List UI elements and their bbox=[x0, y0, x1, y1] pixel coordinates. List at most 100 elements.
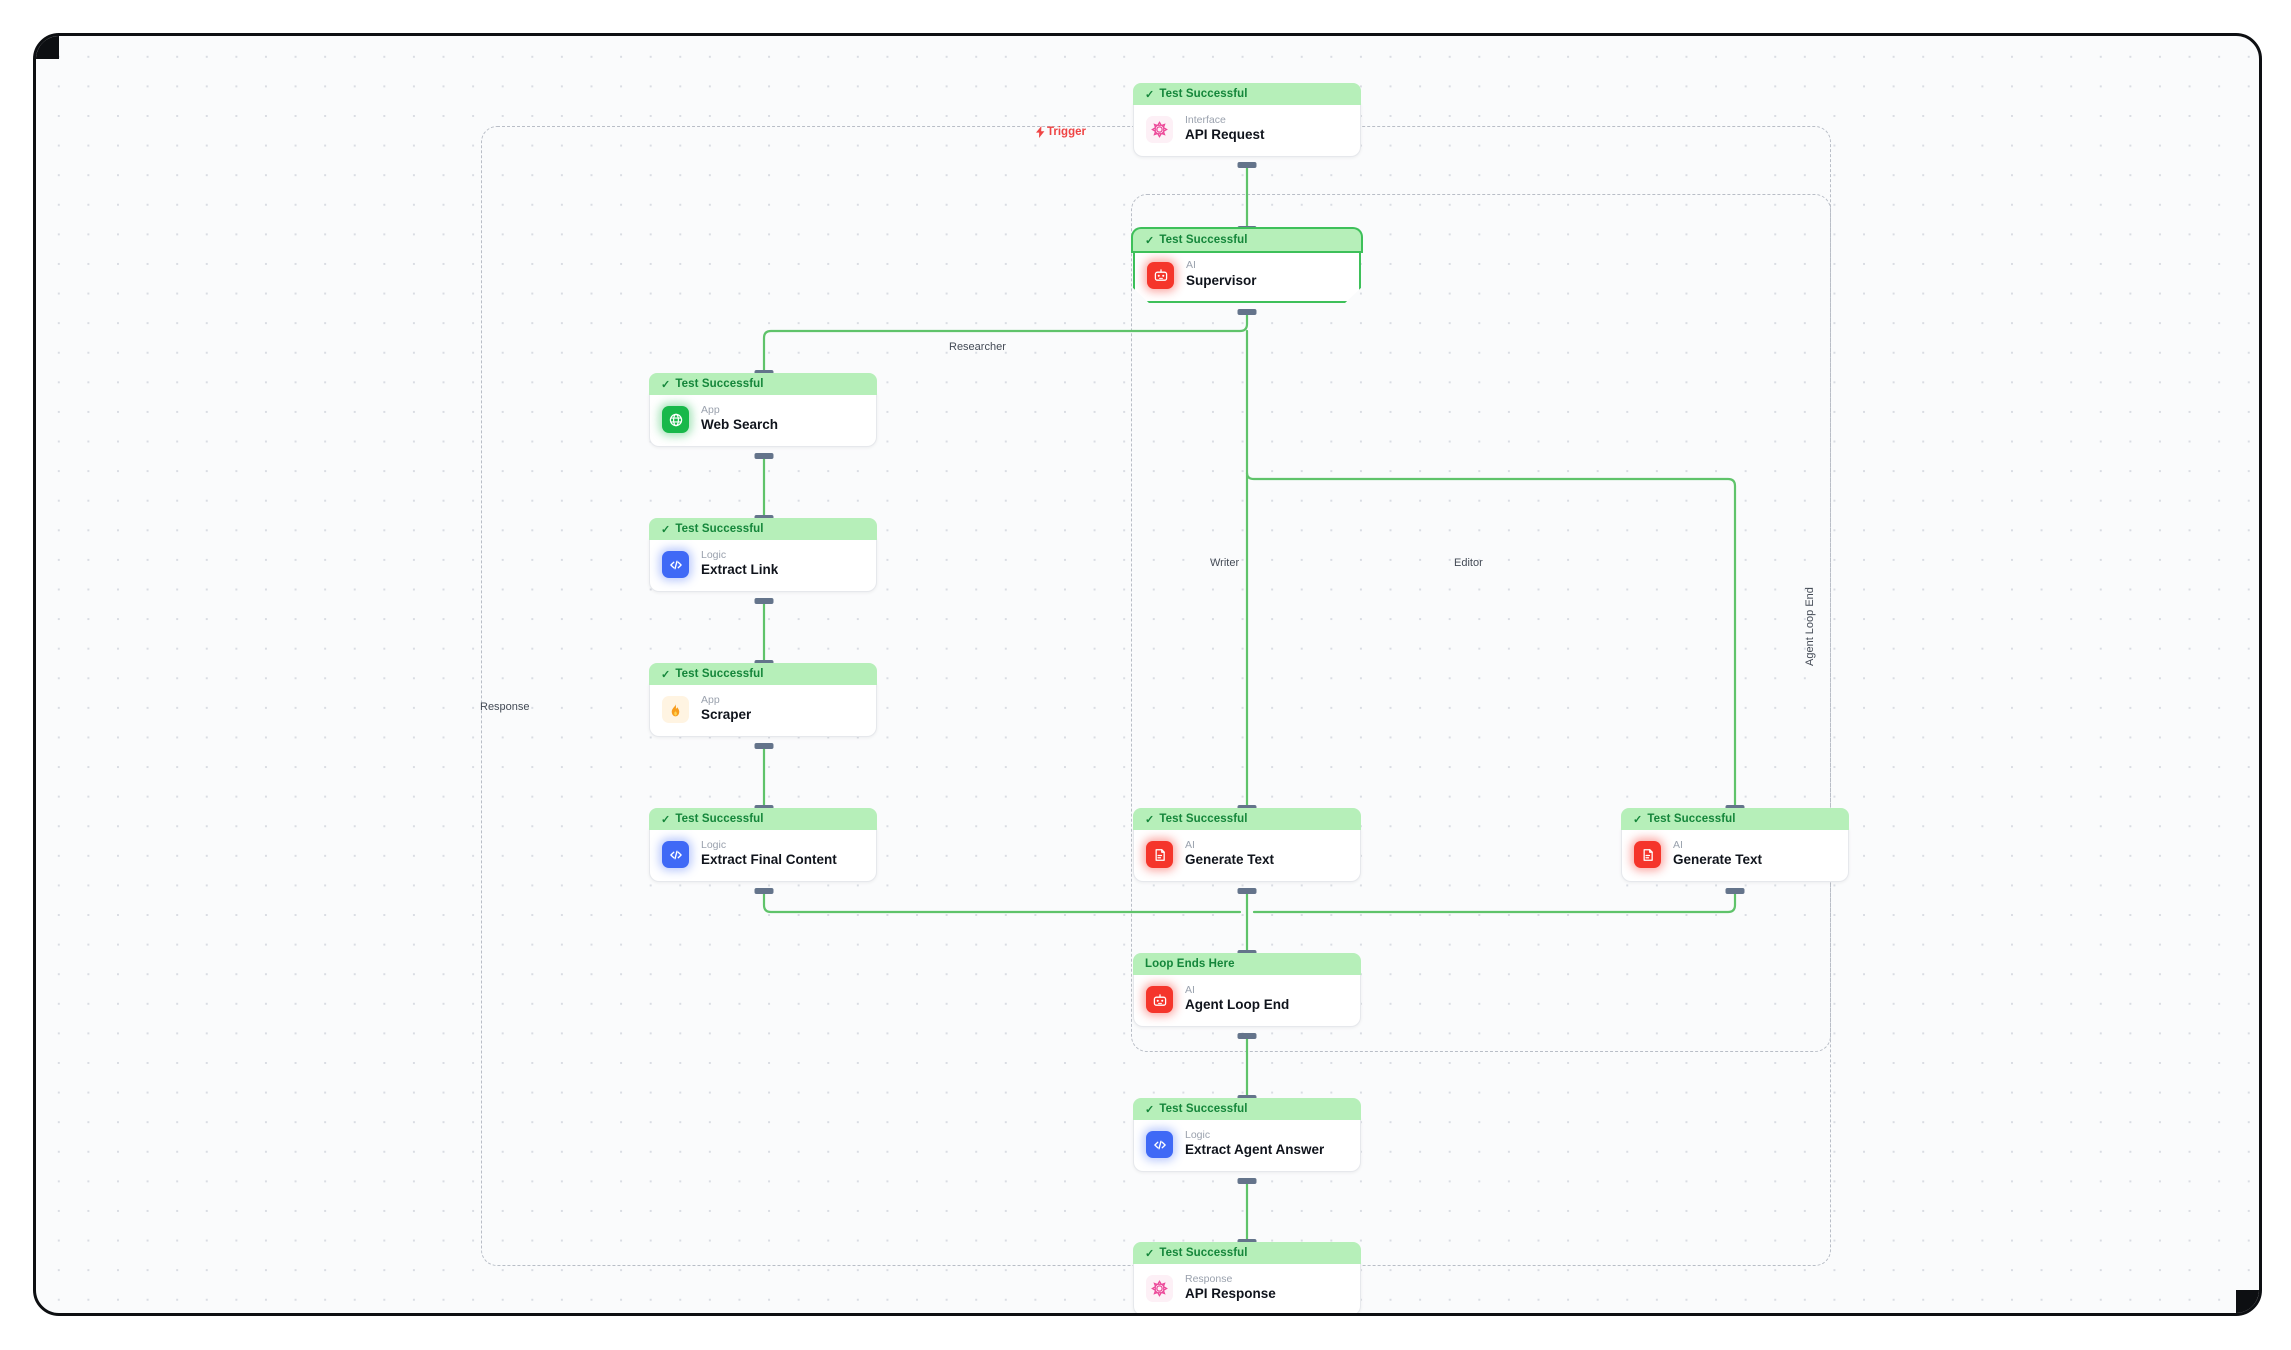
node-kind-label: AI bbox=[1673, 839, 1683, 851]
handle-web-search-out[interactable] bbox=[754, 453, 774, 459]
flame-icon bbox=[662, 696, 689, 723]
node-kind-label: App bbox=[701, 404, 720, 416]
node-status-badge: ✓ Test Successful bbox=[1133, 808, 1361, 830]
ai-robot-icon bbox=[1147, 261, 1174, 289]
node-supervisor[interactable]: ✓ Test Successful AI Supervisor bbox=[1133, 229, 1361, 303]
node-status-text: Test Successful bbox=[1159, 813, 1248, 825]
node-title: Extract Agent Answer bbox=[1185, 1142, 1325, 1158]
node-status-badge: ✓ Test Successful bbox=[1621, 808, 1849, 830]
node-body[interactable]: AI Supervisor bbox=[1133, 249, 1361, 303]
node-status-text: Loop Ends Here bbox=[1145, 958, 1235, 970]
node-kind-label: Logic bbox=[1185, 1129, 1211, 1141]
node-title: Extract Link bbox=[701, 562, 779, 578]
node-web-search[interactable]: ✓ Test Successful App Web Search bbox=[649, 373, 877, 447]
edge-label-editor: Editor bbox=[1454, 557, 1483, 569]
node-status-text: Test Successful bbox=[1647, 813, 1736, 825]
node-status-badge: ✓ Test Successful bbox=[649, 663, 877, 685]
node-status-badge: ✓ Test Successful bbox=[649, 808, 877, 830]
node-kind-label: Logic bbox=[701, 839, 727, 851]
node-extract-agent-answer[interactable]: ✓ Test Successful Logic Extract Agent An… bbox=[1133, 1098, 1361, 1172]
code-brackets-icon bbox=[662, 551, 689, 578]
node-title: API Response bbox=[1185, 1286, 1276, 1302]
code-brackets-icon bbox=[662, 841, 689, 868]
check-icon: ✓ bbox=[1145, 234, 1155, 247]
handle-extract-agent-answer-out[interactable] bbox=[1237, 1178, 1257, 1184]
node-kind-label: Logic bbox=[701, 549, 727, 561]
node-status-badge: ✓ Test Successful bbox=[1133, 229, 1361, 251]
node-body[interactable]: Response API Response bbox=[1133, 1262, 1361, 1313]
node-status-text: Test Successful bbox=[675, 523, 764, 535]
node-body[interactable]: AI Agent Loop End bbox=[1133, 973, 1361, 1027]
check-icon: ✓ bbox=[1145, 1247, 1155, 1260]
node-status-text: Test Successful bbox=[675, 813, 764, 825]
edge-label-response: Response bbox=[480, 701, 530, 713]
node-status-badge: ✓ Test Successful bbox=[1133, 1242, 1361, 1264]
check-icon: ✓ bbox=[1145, 813, 1155, 826]
node-title: Generate Text bbox=[1673, 852, 1763, 868]
node-status-text: Test Successful bbox=[675, 668, 764, 680]
node-title: API Request bbox=[1185, 127, 1265, 143]
node-title: Scraper bbox=[701, 707, 752, 723]
node-kind-label: Response bbox=[1185, 1273, 1233, 1285]
handle-extract-final-content-out[interactable] bbox=[754, 888, 774, 894]
workflow-canvas-frame[interactable]: Trigger Researcher Writer Editor Agent L… bbox=[33, 33, 2262, 1316]
handle-agent-loop-end-out[interactable] bbox=[1237, 1033, 1257, 1039]
trigger-label-text: Trigger bbox=[1047, 126, 1086, 138]
node-kind-label: AI bbox=[1185, 984, 1195, 996]
edge-label-agent-loop-end: Agent Loop End bbox=[1804, 587, 1816, 666]
node-extract-final-content[interactable]: ✓ Test Successful Logic Extract Final Co… bbox=[649, 808, 877, 882]
handle-supervisor-out[interactable] bbox=[1237, 309, 1257, 315]
handle-extract-link-out[interactable] bbox=[754, 598, 774, 604]
node-api-response[interactable]: ✓ Test Successful Response API Response bbox=[1133, 1242, 1361, 1313]
node-kind-label: AI bbox=[1186, 260, 1196, 272]
check-icon: ✓ bbox=[661, 668, 671, 681]
lightning-bolt-icon bbox=[1036, 126, 1045, 138]
node-status-text: Test Successful bbox=[1159, 234, 1248, 246]
node-status-badge: ✓ Test Successful bbox=[1133, 83, 1361, 105]
node-body[interactable]: AI Generate Text bbox=[1621, 828, 1849, 882]
node-body[interactable]: App Web Search bbox=[649, 393, 877, 447]
node-status-badge: ✓ Test Successful bbox=[1133, 1098, 1361, 1120]
node-body[interactable]: Logic Extract Agent Answer bbox=[1133, 1118, 1361, 1172]
node-api-request[interactable]: ✓ Test Successful Interface API Request bbox=[1133, 83, 1361, 157]
node-title: Generate Text bbox=[1185, 852, 1275, 868]
check-icon: ✓ bbox=[661, 378, 671, 391]
interface-rosette-icon bbox=[1146, 116, 1173, 143]
node-title: Web Search bbox=[701, 417, 779, 433]
handle-scraper-out[interactable] bbox=[754, 743, 774, 749]
node-status-badge: ✓ Test Successful bbox=[649, 518, 877, 540]
corner-marker-bottom-right bbox=[2236, 1290, 2259, 1313]
node-extract-link[interactable]: ✓ Test Successful Logic Extract Link bbox=[649, 518, 877, 592]
node-status-badge: Loop Ends Here bbox=[1133, 953, 1361, 975]
check-icon: ✓ bbox=[661, 523, 671, 536]
node-agent-loop-end[interactable]: Loop Ends Here AI Agent Loop End bbox=[1133, 953, 1361, 1027]
ai-robot-icon bbox=[1146, 986, 1173, 1013]
node-body[interactable]: Logic Extract Link bbox=[649, 538, 877, 592]
node-scraper[interactable]: ✓ Test Successful App Scraper bbox=[649, 663, 877, 737]
handle-generate-text-editor-out[interactable] bbox=[1725, 888, 1745, 894]
node-title: Extract Final Content bbox=[701, 852, 837, 868]
node-status-badge: ✓ Test Successful bbox=[649, 373, 877, 395]
node-kind-label: App bbox=[701, 694, 720, 706]
node-status-text: Test Successful bbox=[1159, 1247, 1248, 1259]
edge-label-researcher: Researcher bbox=[949, 341, 1006, 353]
node-kind-label: Interface bbox=[1185, 114, 1226, 126]
check-icon: ✓ bbox=[1145, 88, 1155, 101]
node-title: Supervisor bbox=[1186, 272, 1257, 288]
node-status-text: Test Successful bbox=[1159, 88, 1248, 100]
check-icon: ✓ bbox=[661, 813, 671, 826]
node-generate-text-editor[interactable]: ✓ Test Successful AI Generate Text bbox=[1621, 808, 1849, 882]
node-status-text: Test Successful bbox=[675, 378, 764, 390]
node-body[interactable]: Logic Extract Final Content bbox=[649, 828, 877, 882]
node-title: Agent Loop End bbox=[1185, 997, 1290, 1013]
globe-icon bbox=[662, 406, 689, 433]
node-generate-text-writer[interactable]: ✓ Test Successful AI Generate Text bbox=[1133, 808, 1361, 882]
node-body[interactable]: Interface API Request bbox=[1133, 103, 1361, 157]
edge-label-writer: Writer bbox=[1210, 557, 1240, 569]
ai-document-icon bbox=[1146, 841, 1173, 868]
trigger-badge: Trigger bbox=[1036, 126, 1086, 138]
handle-api-request-out[interactable] bbox=[1237, 162, 1257, 168]
handle-generate-text-writer-out[interactable] bbox=[1237, 888, 1257, 894]
node-body[interactable]: AI Generate Text bbox=[1133, 828, 1361, 882]
node-body[interactable]: App Scraper bbox=[649, 683, 877, 737]
